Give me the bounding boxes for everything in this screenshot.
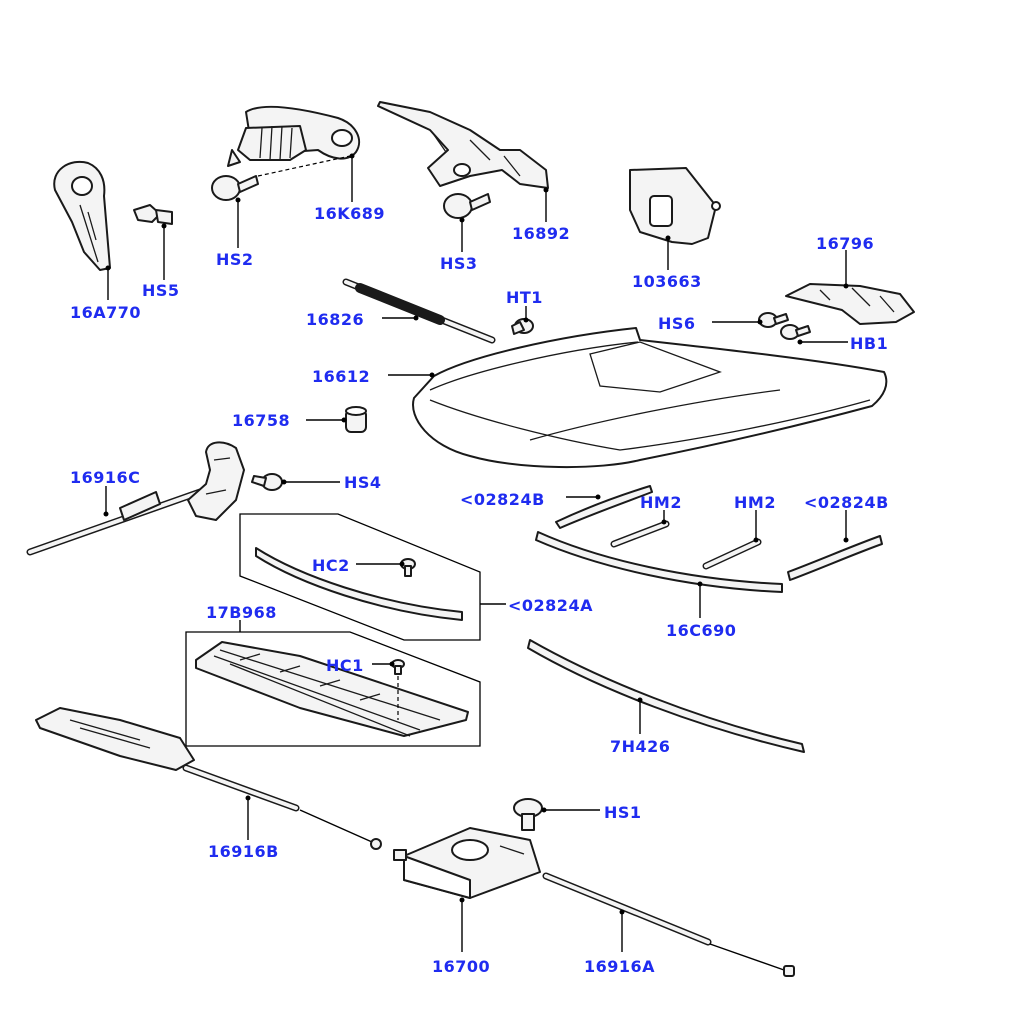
label-HM2-1: HM2 xyxy=(640,493,682,512)
buffer-16758 xyxy=(345,406,367,433)
cable-16916C xyxy=(26,488,204,556)
bolt-HS6 xyxy=(758,312,789,328)
label-16916B: 16916B xyxy=(208,842,279,861)
label-7H426: 7H426 xyxy=(610,737,670,756)
label-HT1: HT1 xyxy=(506,288,543,307)
release-lever xyxy=(187,441,245,521)
cable-16916B xyxy=(35,707,382,850)
label-16826: 16826 xyxy=(306,310,364,329)
label-HS4: HS4 xyxy=(344,473,382,492)
label-16758: 16758 xyxy=(232,411,290,430)
label-16916C: 16916C xyxy=(70,468,140,487)
label-16612: 16612 xyxy=(312,367,370,386)
label-103663: 103663 xyxy=(632,272,702,291)
seal-7H426 xyxy=(527,639,805,753)
label-02824B-1: <02824B xyxy=(460,490,545,509)
label-17B968: 17B968 xyxy=(206,603,277,622)
label-16796: 16796 xyxy=(816,234,874,253)
seal-HM2-1 xyxy=(610,520,670,548)
label-HS5: HS5 xyxy=(142,281,180,300)
bolt-HS2 xyxy=(211,175,259,201)
seal-02824B-upper xyxy=(555,485,653,529)
bonnet-lock-16K689 xyxy=(227,105,361,167)
label-02824B-2: <02824B xyxy=(804,493,889,512)
clip-103663 xyxy=(629,167,721,245)
seal-HM2-2 xyxy=(702,538,762,570)
label-02824A: <02824A xyxy=(508,596,593,615)
clip-HC2 xyxy=(400,558,416,577)
label-HS6: HS6 xyxy=(658,314,696,333)
seal-02824B-lower xyxy=(787,535,883,581)
stud-HT1 xyxy=(511,318,534,335)
seal-group-box xyxy=(239,513,481,641)
bonnet-panel-16612 xyxy=(412,327,888,469)
label-HB1: HB1 xyxy=(850,334,888,353)
bolt-HS4 xyxy=(251,473,283,491)
label-HC1: HC1 xyxy=(326,656,364,675)
label-16892: 16892 xyxy=(512,224,570,243)
label-16916A: 16916A xyxy=(584,957,655,976)
gas-strut-16826 xyxy=(342,278,496,344)
label-16A770: 16A770 xyxy=(70,303,141,322)
screw-HS5 xyxy=(133,204,173,225)
label-HC2: HC2 xyxy=(312,556,350,575)
grille-panel xyxy=(195,641,469,737)
striker-bracket-16796 xyxy=(785,283,915,325)
label-16K689: 16K689 xyxy=(314,204,385,223)
label-HS1: HS1 xyxy=(604,803,642,822)
hinge-16892 xyxy=(377,101,549,189)
latch-block-16700 xyxy=(393,827,541,899)
label-HS3: HS3 xyxy=(440,254,478,273)
seal-strip xyxy=(255,547,463,621)
bolt-HS1 xyxy=(513,798,543,831)
bolt-HB1 xyxy=(780,324,811,340)
clip-HC1 xyxy=(391,659,405,675)
seal-16C690 xyxy=(535,531,783,593)
grille-group-box xyxy=(185,631,481,747)
cable-16916A xyxy=(542,872,795,977)
label-16C690: 16C690 xyxy=(666,621,736,640)
label-16700: 16700 xyxy=(432,957,490,976)
release-handle-16A770 xyxy=(53,160,111,271)
label-HM2-2: HM2 xyxy=(734,493,776,512)
label-HS2: HS2 xyxy=(216,250,254,269)
bolt-HS3 xyxy=(443,193,491,219)
